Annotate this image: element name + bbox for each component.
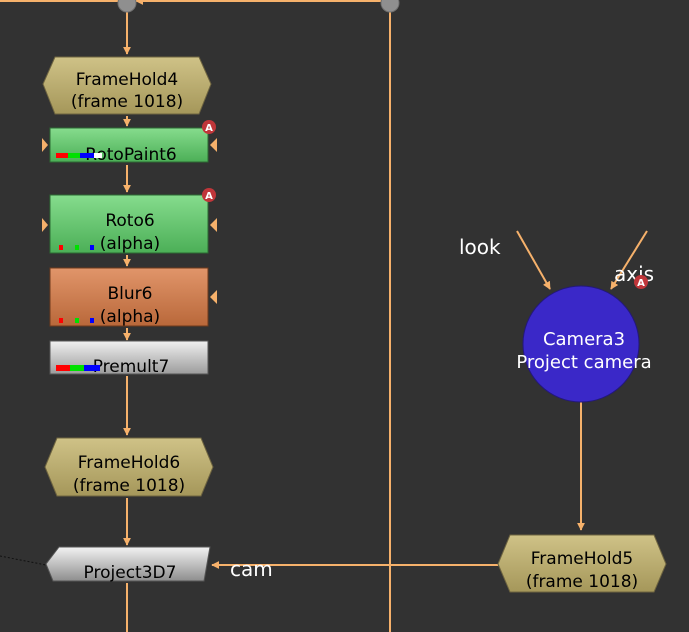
roto6-animation-badge-icon <box>202 188 216 202</box>
roto6-channel-indicator <box>59 245 94 250</box>
look-input-label: look <box>459 235 501 259</box>
cam-input-label: cam <box>230 557 273 581</box>
rotopaint-left-input-arrow[interactable] <box>42 138 48 152</box>
premult7-node[interactable]: Premult7 <box>49 340 209 377</box>
premult7-channel-indicator <box>56 365 100 371</box>
framehold5-node[interactable]: FrameHold5 (frame 1018) <box>497 534 667 593</box>
framehold4-frame: (frame 1018) <box>71 92 183 112</box>
framehold6-name: FrameHold6 <box>78 453 180 473</box>
camera3-badge-letter: A <box>637 278 645 289</box>
camera3-animation-badge-icon <box>634 275 648 289</box>
project3d7-node[interactable]: Project3D7 <box>45 546 211 583</box>
roto6-badge-letter: A <box>205 191 213 202</box>
roto-left-input-arrow[interactable] <box>42 218 48 232</box>
rotopaint6-name: RotoPaint6 <box>85 145 176 165</box>
rotopaint6-animation-badge-icon <box>202 120 216 134</box>
roto6-name: Roto6 <box>105 211 154 231</box>
pipe-axis-input[interactable] <box>610 230 648 290</box>
dot-node-left[interactable] <box>117 0 137 13</box>
rotopaint6-node[interactable]: RotoPaint6 A <box>49 120 216 165</box>
camera3-name: Camera3 <box>543 329 625 350</box>
dotted-link-left <box>0 555 47 566</box>
project3d7-name: Project3D7 <box>84 563 177 583</box>
framehold6-node[interactable]: FrameHold6 (frame 1018) <box>44 437 214 497</box>
rotopaint-right-input-arrow[interactable] <box>210 138 217 152</box>
camera3-node[interactable]: Camera3 Project camera <box>516 285 652 403</box>
blur6-name: Blur6 <box>108 284 153 304</box>
roto6-node[interactable]: Roto6 (alpha) A <box>49 188 216 254</box>
framehold5-frame: (frame 1018) <box>526 572 638 592</box>
framehold6-frame: (frame 1018) <box>73 476 185 496</box>
rotopaint6-channel-indicator <box>56 153 102 158</box>
camera3-label: Project camera <box>516 352 651 373</box>
roto6-channel: (alpha) <box>100 234 160 254</box>
framehold4-node[interactable]: FrameHold4 (frame 1018) <box>42 56 212 115</box>
blur6-channel: (alpha) <box>100 307 160 327</box>
framehold5-name: FrameHold5 <box>531 549 633 569</box>
blur6-channel-indicator <box>59 318 94 323</box>
pipes <box>0 0 648 632</box>
pipe-look-input[interactable] <box>516 230 551 290</box>
dot-node-right[interactable] <box>380 0 400 13</box>
blur-mask-input-arrow[interactable] <box>210 290 217 304</box>
blur6-node[interactable]: Blur6 (alpha) <box>49 267 209 327</box>
premult7-name: Premult7 <box>93 357 170 377</box>
rotopaint6-badge-letter: A <box>205 123 213 134</box>
roto-right-input-arrow[interactable] <box>210 218 217 232</box>
framehold4-name: FrameHold4 <box>76 70 178 90</box>
